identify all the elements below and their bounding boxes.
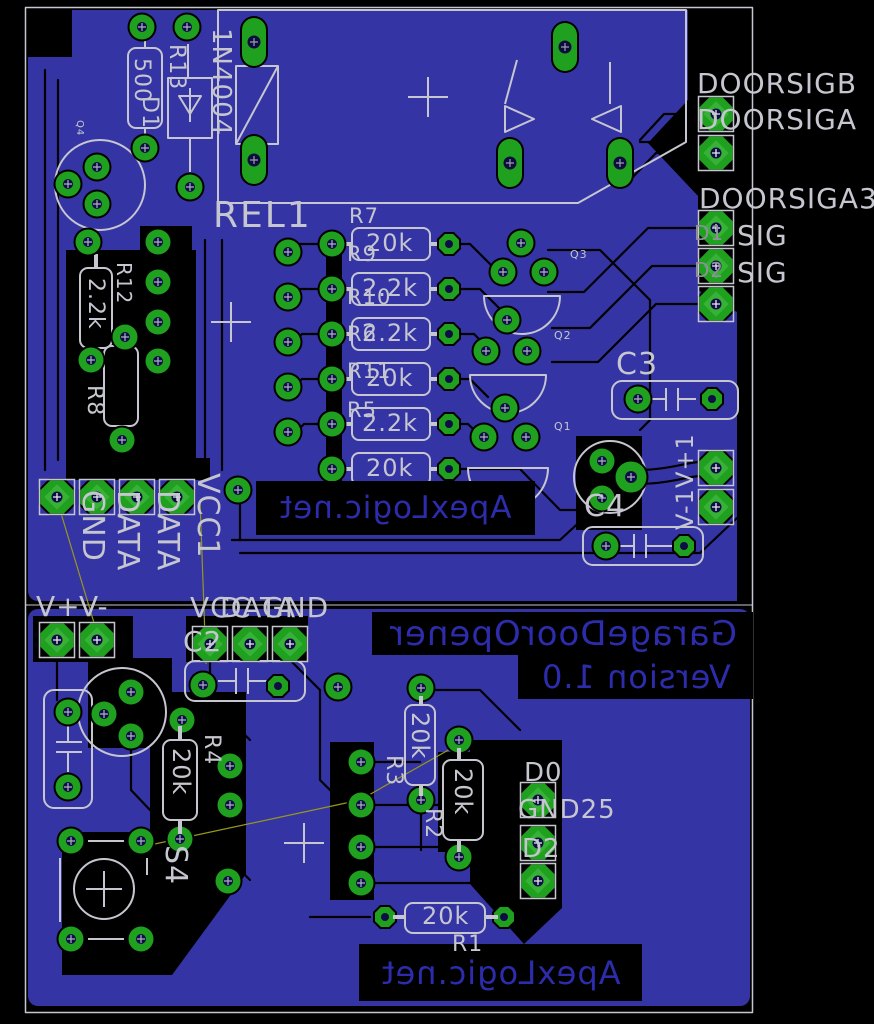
r3-ref: R3 [381,755,406,787]
r10-value: 2.2k [362,319,419,347]
brand-text-bottom: ApexLogic.net [380,953,621,992]
r7-value: 20k [366,229,414,257]
r5-value: 20k [366,454,414,482]
c2-ref: C2 [183,625,223,658]
connector-d2-ref: D2 [694,258,725,282]
board-version-text: Version 1.0 [540,658,731,696]
r13-ref: R13 [164,44,189,91]
r11-value: 2.2k [362,409,419,437]
title-plate: GarageDoorOpener [372,612,753,655]
io-label-d2: D2 [522,834,561,864]
r4-value: 20k [167,748,195,796]
power-label-vplus: V+ [36,590,81,623]
header2-label-data: DATA [220,591,297,624]
r6-value: 20k [366,364,414,392]
connector-label-doorsiga3: DOORSIGA3 [699,182,874,215]
r8-ref: R8 [82,385,107,417]
c4-ref: C4 [584,489,627,524]
header-label-vcc1: VCC1 [190,473,225,559]
transistor-q3-outline [483,295,561,335]
pushbutton-s4-outline [59,840,148,940]
connector-label-doorsigb: DOORSIGB [697,67,858,100]
header2-label-gnd: GND [262,591,330,624]
io-label-d0: D0 [524,758,563,788]
header2-label-vcc: VCC [190,591,252,624]
r5-ref: R5 [347,398,377,422]
brand-plate-bottom: ApexLogic.net [359,944,642,1001]
r3-value: 20k [406,712,434,760]
connector-d1-ref: D1 [694,221,725,245]
crosshair-mark [408,77,448,117]
version-plate: Version 1.0 [518,655,753,699]
d1-ref: D1 [137,96,162,129]
r10-ref: R10 [347,285,392,309]
io-label-gnd25: GND25 [518,795,616,825]
connector-label-sig2: SIG [737,256,788,289]
crosshair-mark [284,823,324,863]
r1-value: 20k [422,902,470,930]
s4-ref: S4 [158,845,193,886]
d1-value: 1N4004 [206,28,236,137]
crosshair-mark [211,302,251,342]
r11-ref: R11 [347,359,392,383]
relay-ref: REL1 [213,195,312,236]
connector-label-doorsiga: DOORSIGA [697,103,857,136]
q3-ref: Q3 [570,248,588,261]
r7-ref: R7 [349,204,379,228]
r6-ref: R6 [347,322,377,346]
r1-ref: R1 [452,932,484,957]
brand-plate-top: ApexLogic.net [256,481,535,535]
r12-ref: R12 [112,262,136,305]
power-rail-label: V-1V+1 [671,433,699,530]
header-label-data1: DATA [110,490,145,572]
capacitor-outlines [43,380,739,809]
r2-value: 20k [449,768,477,816]
relay-outline [217,9,687,204]
header-label-gnd: GND [75,490,110,562]
q2-ref: Q2 [554,329,572,342]
silkscreen-over-layer [38,95,735,934]
q4-ref: Q4 [74,120,85,137]
power-label-vminus: V- [79,590,109,623]
brand-text-top: ApexLogic.net [279,489,512,526]
r4-ref: R4 [199,734,224,766]
r12-value: 2.2k [83,278,108,330]
r9-value: 2.2k [362,274,419,302]
header-label-data2: DATA [150,490,185,572]
connector-label-sig1: SIG [737,219,788,252]
q1-ref: Q1 [554,420,572,433]
r9-ref: R9 [347,242,377,266]
c3-ref: C3 [616,347,659,382]
board-title-text: GarageDoorOpener [388,613,737,654]
r2-ref: R2 [420,808,445,840]
